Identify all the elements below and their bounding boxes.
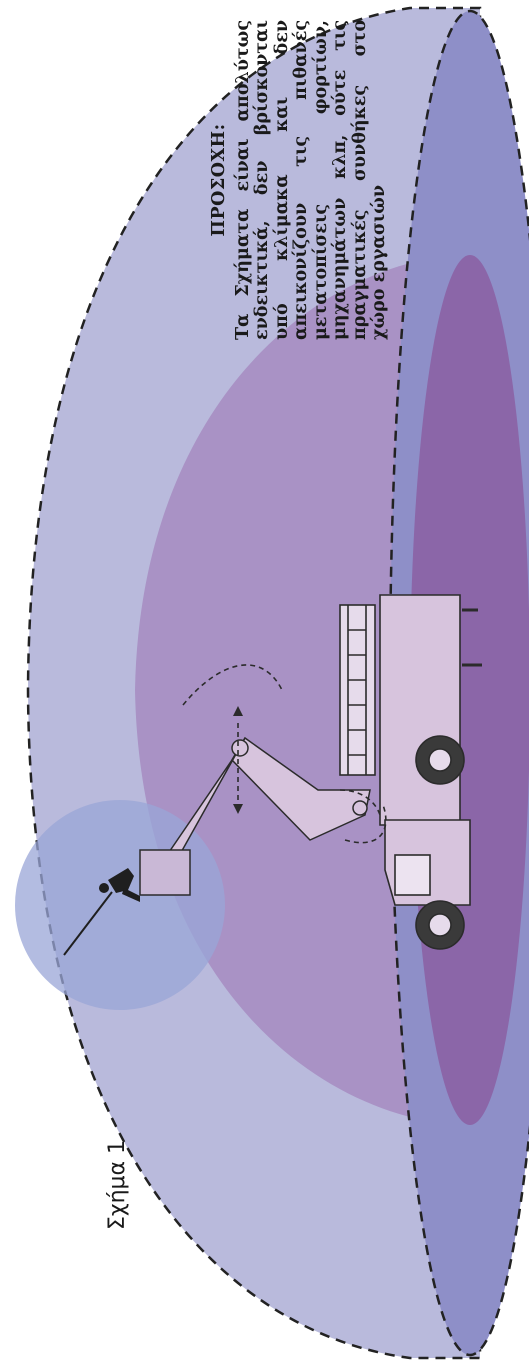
figure-label: Σχήμα 1 [105,1139,130,1230]
warning-title: ΠΡΟΣΟΧΗ: [209,123,229,237]
boom-truck-icon [339,594,482,950]
warning-note: ΠΡΟΣΟΧΗ: Τα Σχήματα είναι απολύτως ενδει… [209,20,390,340]
basket [139,849,191,896]
extension-arrow-icon [233,706,243,814]
rotation-arrow-icon [182,664,387,844]
worker-icon [63,868,140,956]
warning-text: Τα Σχήματα είναι απολύτως ενδεικτικά, δε… [232,20,390,340]
